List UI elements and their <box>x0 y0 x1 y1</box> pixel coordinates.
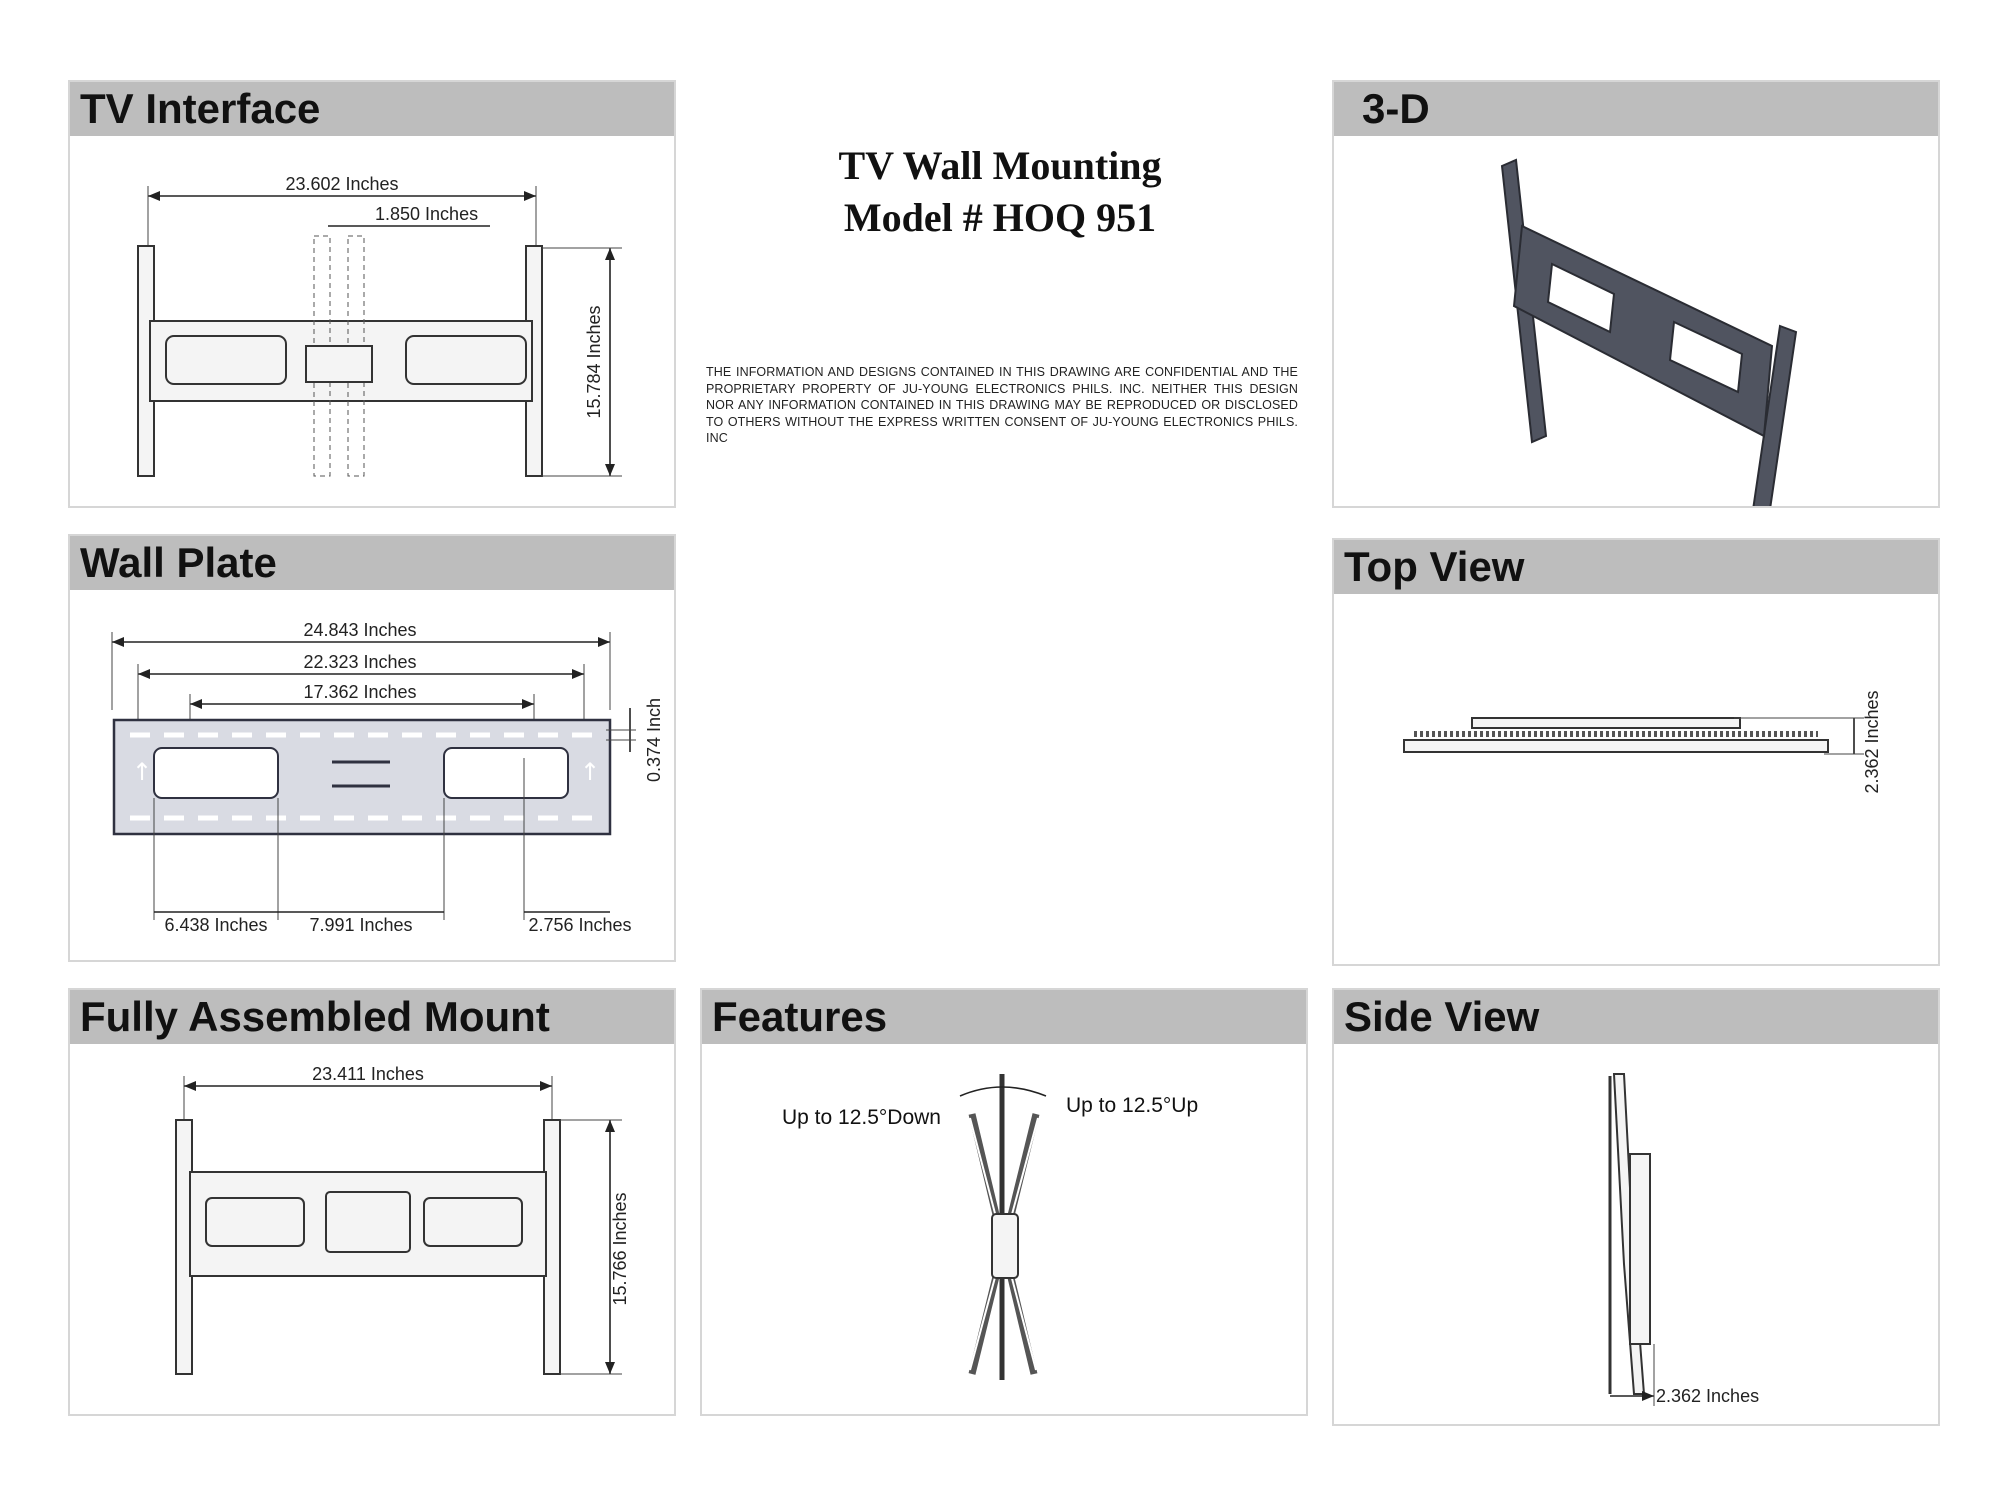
top-view-drawing: 2.362 Inches <box>1403 690 1882 794</box>
arrow-icon <box>540 1081 552 1091</box>
height-label: 15.766 Inches <box>610 1192 630 1305</box>
depth-label: 2.362 Inches <box>1656 1386 1759 1406</box>
inner-span-label: 17.362 Inches <box>303 682 416 702</box>
plate-cutout-left <box>153 747 279 799</box>
top-plate <box>1403 739 1829 753</box>
plate-cutout-right <box>443 747 569 799</box>
tilt-mechanism <box>991 1213 1019 1279</box>
panel-top-view: Top View 2.362 Inches <box>1332 538 1940 966</box>
mount-frame <box>1512 224 1774 438</box>
arrow-icon <box>605 1362 615 1374</box>
3d-mount-render <box>1500 158 1798 506</box>
panel-title: Top View <box>1334 540 1938 594</box>
width-label: 23.602 Inches <box>285 174 398 194</box>
wall-plate-drawing: 24.843 Inches 22.323 Inches 17.362 Inche… <box>111 620 664 935</box>
arrow-icon <box>138 669 150 679</box>
frame-cutout <box>1668 320 1744 394</box>
panel-title: TV Interface <box>70 82 674 136</box>
panel-title: Features <box>702 990 1306 1044</box>
title-line-1: TV Wall Mounting <box>838 143 1162 188</box>
panel-title: 3-D <box>1334 82 1938 136</box>
arrow-icon <box>184 1081 196 1091</box>
height-label: 15.784 Inches <box>584 305 604 418</box>
arrow-icon <box>605 464 615 476</box>
title-line-2: Model # HOQ 951 <box>843 195 1157 240</box>
up-arrow-icon: ↑ <box>132 758 152 786</box>
tilt-down-label: Up to 12.5°Down <box>782 1106 941 1129</box>
arrow-icon <box>605 248 615 260</box>
bracket-cutout <box>205 1197 305 1247</box>
overall-label: 24.843 Inches <box>303 620 416 640</box>
arrow-icon <box>605 1120 615 1132</box>
bracket-cutout <box>405 335 527 385</box>
panel-tv-interface: TV Interface 23.602 Inches 1.850 Inches … <box>68 80 676 508</box>
depth-label: 2.362 Inches <box>1862 690 1882 793</box>
tilt-angle-arc <box>959 1086 1047 1097</box>
arrow-icon <box>1642 1391 1654 1401</box>
panel-title: Fully Assembled Mount <box>70 990 674 1044</box>
width-label: 23.411 Inches <box>312 1064 424 1084</box>
arrow-icon <box>148 191 160 201</box>
right-upright-arm <box>1752 324 1798 506</box>
rail-gap-label: 1.850 Inches <box>375 204 478 224</box>
panel-title: Wall Plate <box>70 536 674 590</box>
center-gap-label: 7.991 Inches <box>309 915 412 935</box>
confidentiality-notice: THE INFORMATION AND DESIGNS CONTAINED IN… <box>706 365 1298 445</box>
top-bracket <box>1471 717 1741 729</box>
side-view-drawing: 2.362 Inches <box>1608 1073 1759 1406</box>
center-plate <box>325 1191 411 1253</box>
left-cutout-label: 6.438 Inches <box>164 915 267 935</box>
bracket-cutout <box>423 1197 523 1247</box>
arrow-icon <box>190 699 202 709</box>
panel-title: Side View <box>1334 990 1938 1044</box>
panel-fully-assembled: Fully Assembled Mount 23.411 Inches 15.7… <box>68 988 676 1416</box>
panel-wall-plate: Wall Plate 24.843 Inches 22.323 Inches 1… <box>68 534 676 962</box>
tilt-up-label: Up to 12.5°Up <box>1066 1094 1198 1117</box>
panel-side-view: Side View 2.362 Inches <box>1332 988 1940 1426</box>
tilt-arm-profile <box>1629 1153 1651 1345</box>
slot-offset-label: 0.374 Inch <box>644 698 664 782</box>
center-plate <box>305 345 373 383</box>
panel-features: Features Up to 12.5°Down Up to 12.5°Up <box>700 988 1308 1416</box>
bracket-cutout <box>165 335 287 385</box>
hole-span-label: 22.323 Inches <box>303 652 416 672</box>
arrow-icon <box>572 669 584 679</box>
frame-cutout <box>1546 262 1616 334</box>
up-arrow-icon: ↑ <box>580 758 600 786</box>
arrow-icon <box>112 637 124 647</box>
tv-interface-drawing: 23.602 Inches 1.850 Inches 15.784 Inches <box>137 174 622 477</box>
tilt-range-drawing: Up to 12.5°Down Up to 12.5°Up <box>782 1074 1198 1380</box>
drawing-title: TV Wall Mounting Model # HOQ 951 <box>700 140 1300 244</box>
panel-3d: 3-D <box>1332 80 1940 508</box>
arrow-icon <box>598 637 610 647</box>
arrow-icon <box>524 191 536 201</box>
arrow-icon <box>522 699 534 709</box>
edge-label: 2.756 Inches <box>528 915 631 935</box>
assembled-mount-drawing: 23.411 Inches 15.766 Inches <box>175 1064 630 1375</box>
